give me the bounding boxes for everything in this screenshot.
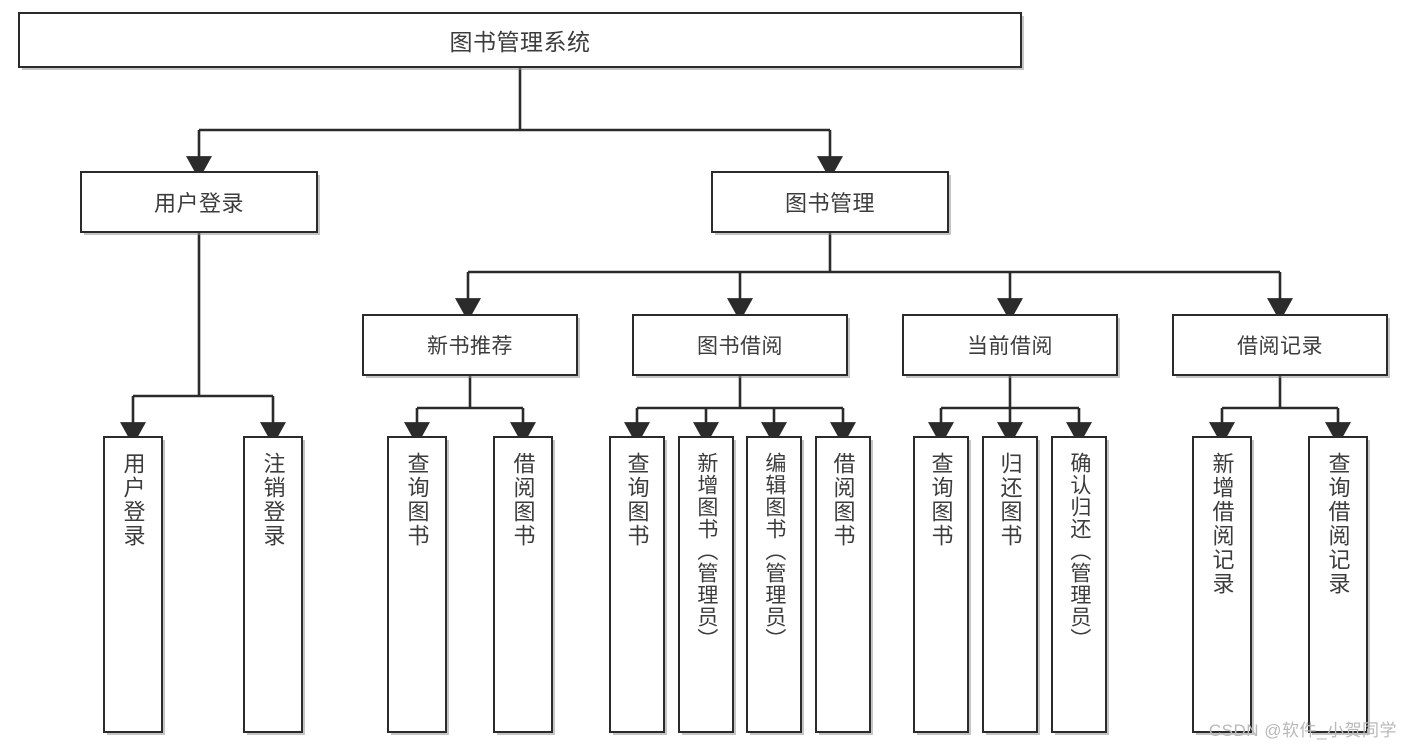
node-new-book-recommend[interactable]: 新书推荐 [362,314,578,376]
leaf-query-borrow-record[interactable]: 查询借阅记录 [1308,436,1368,733]
csdn-watermark: CSDN @软件_小贺同学 [1208,721,1397,740]
node-label: 新书推荐 [427,335,513,358]
node-label: 用户登录 [153,191,244,216]
leaf-edit-book-admin[interactable]: 编辑图书（管理员） [746,436,802,733]
node-current-borrow[interactable]: 当前借阅 [902,314,1118,376]
leaf-confirm-return-admin[interactable]: 确认归还（管理员） [1051,436,1107,733]
leaf-query-book-borrow[interactable]: 查询图书 [609,436,665,733]
node-label: 查询图书 [404,452,430,548]
node-user-login[interactable]: 用户登录 [80,171,318,233]
node-label: 图书管理 [784,191,875,216]
node-label: 图书借阅 [697,335,783,358]
node-label: 查询图书 [624,452,650,548]
node-book-management[interactable]: 图书管理 [711,171,949,233]
node-label: 归还图书 [997,452,1023,548]
node-label: 编辑图书（管理员） [762,452,786,650]
leaf-return-book[interactable]: 归还图书 [982,436,1038,733]
node-label: 当前借阅 [967,335,1053,358]
node-book-borrow[interactable]: 图书借阅 [632,314,848,376]
node-label: 新增借阅记录 [1209,452,1235,596]
node-label: 查询借阅记录 [1325,452,1351,596]
leaf-borrow-book[interactable]: 借阅图书 [815,436,871,733]
node-root-system[interactable]: 图书管理系统 [18,12,1022,68]
node-label: 借阅图书 [830,452,856,548]
node-borrow-record[interactable]: 借阅记录 [1172,314,1388,376]
node-label: 图书管理系统 [449,29,591,55]
node-label: 确认归还（管理员） [1067,452,1091,650]
leaf-add-borrow-record[interactable]: 新增借阅记录 [1192,436,1252,733]
node-label: 注销登录 [260,452,286,548]
leaf-query-book-current[interactable]: 查询图书 [913,436,969,733]
node-label: 用户登录 [120,452,146,548]
leaf-borrow-book-new[interactable]: 借阅图书 [493,436,553,733]
node-label: 新增图书（管理员） [694,452,718,650]
node-label: 查询图书 [928,452,954,548]
leaf-logout[interactable]: 注销登录 [243,436,303,733]
node-label: 借阅记录 [1237,335,1323,358]
leaf-add-book-admin[interactable]: 新增图书（管理员） [678,436,734,733]
leaf-user-login[interactable]: 用户登录 [103,436,163,733]
leaf-query-book-new[interactable]: 查询图书 [387,436,447,733]
node-label: 借阅图书 [510,452,536,548]
